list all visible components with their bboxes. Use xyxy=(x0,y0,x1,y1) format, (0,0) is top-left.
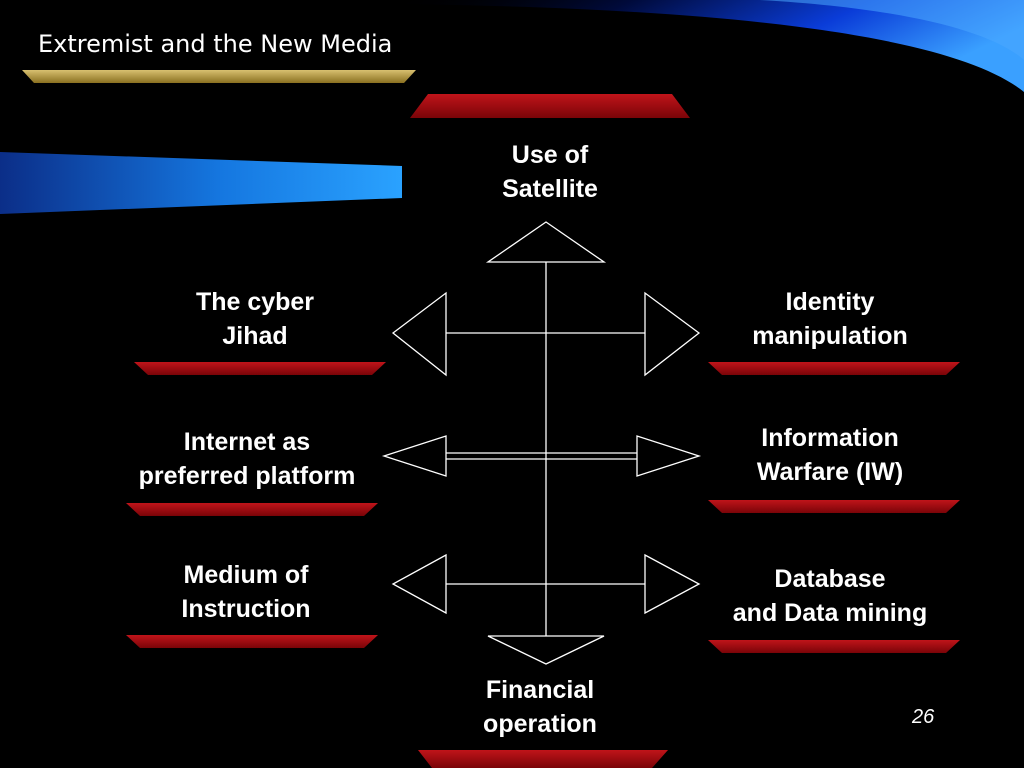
banner-left-3 xyxy=(126,635,378,648)
arrow-head-up xyxy=(485,221,607,263)
node-right-3-line-2: and Data mining xyxy=(732,599,928,627)
node-bottom-line-1: Financial xyxy=(485,676,595,704)
node-left-1-line-2: Jihad xyxy=(222,322,288,350)
banner-bottom xyxy=(418,750,668,768)
node-right-1-line-1: Identity xyxy=(785,288,875,316)
node-left-1-line-1: The cyber xyxy=(195,288,315,316)
node-left-3: Medium of Instruction xyxy=(126,558,366,626)
node-right-2-line-2: Warfare (IW) xyxy=(756,458,904,486)
node-left-1: The cyber Jihad xyxy=(135,285,375,353)
arrow-head-right-3 xyxy=(644,553,701,615)
node-left-3-line-2: Instruction xyxy=(181,595,311,623)
node-right-2-line-1: Information xyxy=(761,424,899,452)
node-left-2-line-1: Internet as xyxy=(183,428,311,456)
top-swoosh xyxy=(390,0,1024,92)
title-bar xyxy=(22,70,416,83)
arrow-head-right-1 xyxy=(644,291,701,377)
banner-left-1 xyxy=(134,362,386,375)
node-bottom-line-2: operation xyxy=(483,710,597,738)
node-top-line-2: Satellite xyxy=(502,175,598,203)
node-top-line-1: Use of xyxy=(511,141,589,169)
slide-title: Extremist and the New Media xyxy=(38,30,393,58)
arrow-head-right-2 xyxy=(636,435,702,477)
arrow-head-left-3 xyxy=(391,553,447,615)
node-bottom: Financial operation xyxy=(440,673,640,741)
node-right-1-line-2: manipulation xyxy=(752,322,908,350)
arrow-head-left-2 xyxy=(381,435,447,477)
banner-right-2 xyxy=(708,500,960,513)
node-right-1: Identity manipulation xyxy=(705,285,955,353)
arrow-head-left-1 xyxy=(391,291,447,377)
arrow-head-down xyxy=(487,635,605,665)
node-left-2-line-2: preferred platform xyxy=(138,462,356,490)
node-right-3: Database and Data mining xyxy=(705,562,955,630)
banner-right-3 xyxy=(708,640,960,653)
banner-left-2 xyxy=(126,503,378,516)
node-right-3-line-1: Database xyxy=(774,565,886,593)
banner-top xyxy=(410,94,690,118)
node-top: Use of Satellite xyxy=(450,138,650,206)
page-number: 26 xyxy=(912,706,935,728)
arrow-diagram xyxy=(381,221,702,665)
node-right-2: Information Warfare (IW) xyxy=(705,421,955,489)
node-left-2: Internet as preferred platform xyxy=(112,425,382,493)
banner-right-1 xyxy=(708,362,960,375)
node-left-3-line-1: Medium of xyxy=(183,561,309,589)
top-swoosh-highlight xyxy=(760,0,1024,60)
left-swoosh xyxy=(0,152,402,214)
